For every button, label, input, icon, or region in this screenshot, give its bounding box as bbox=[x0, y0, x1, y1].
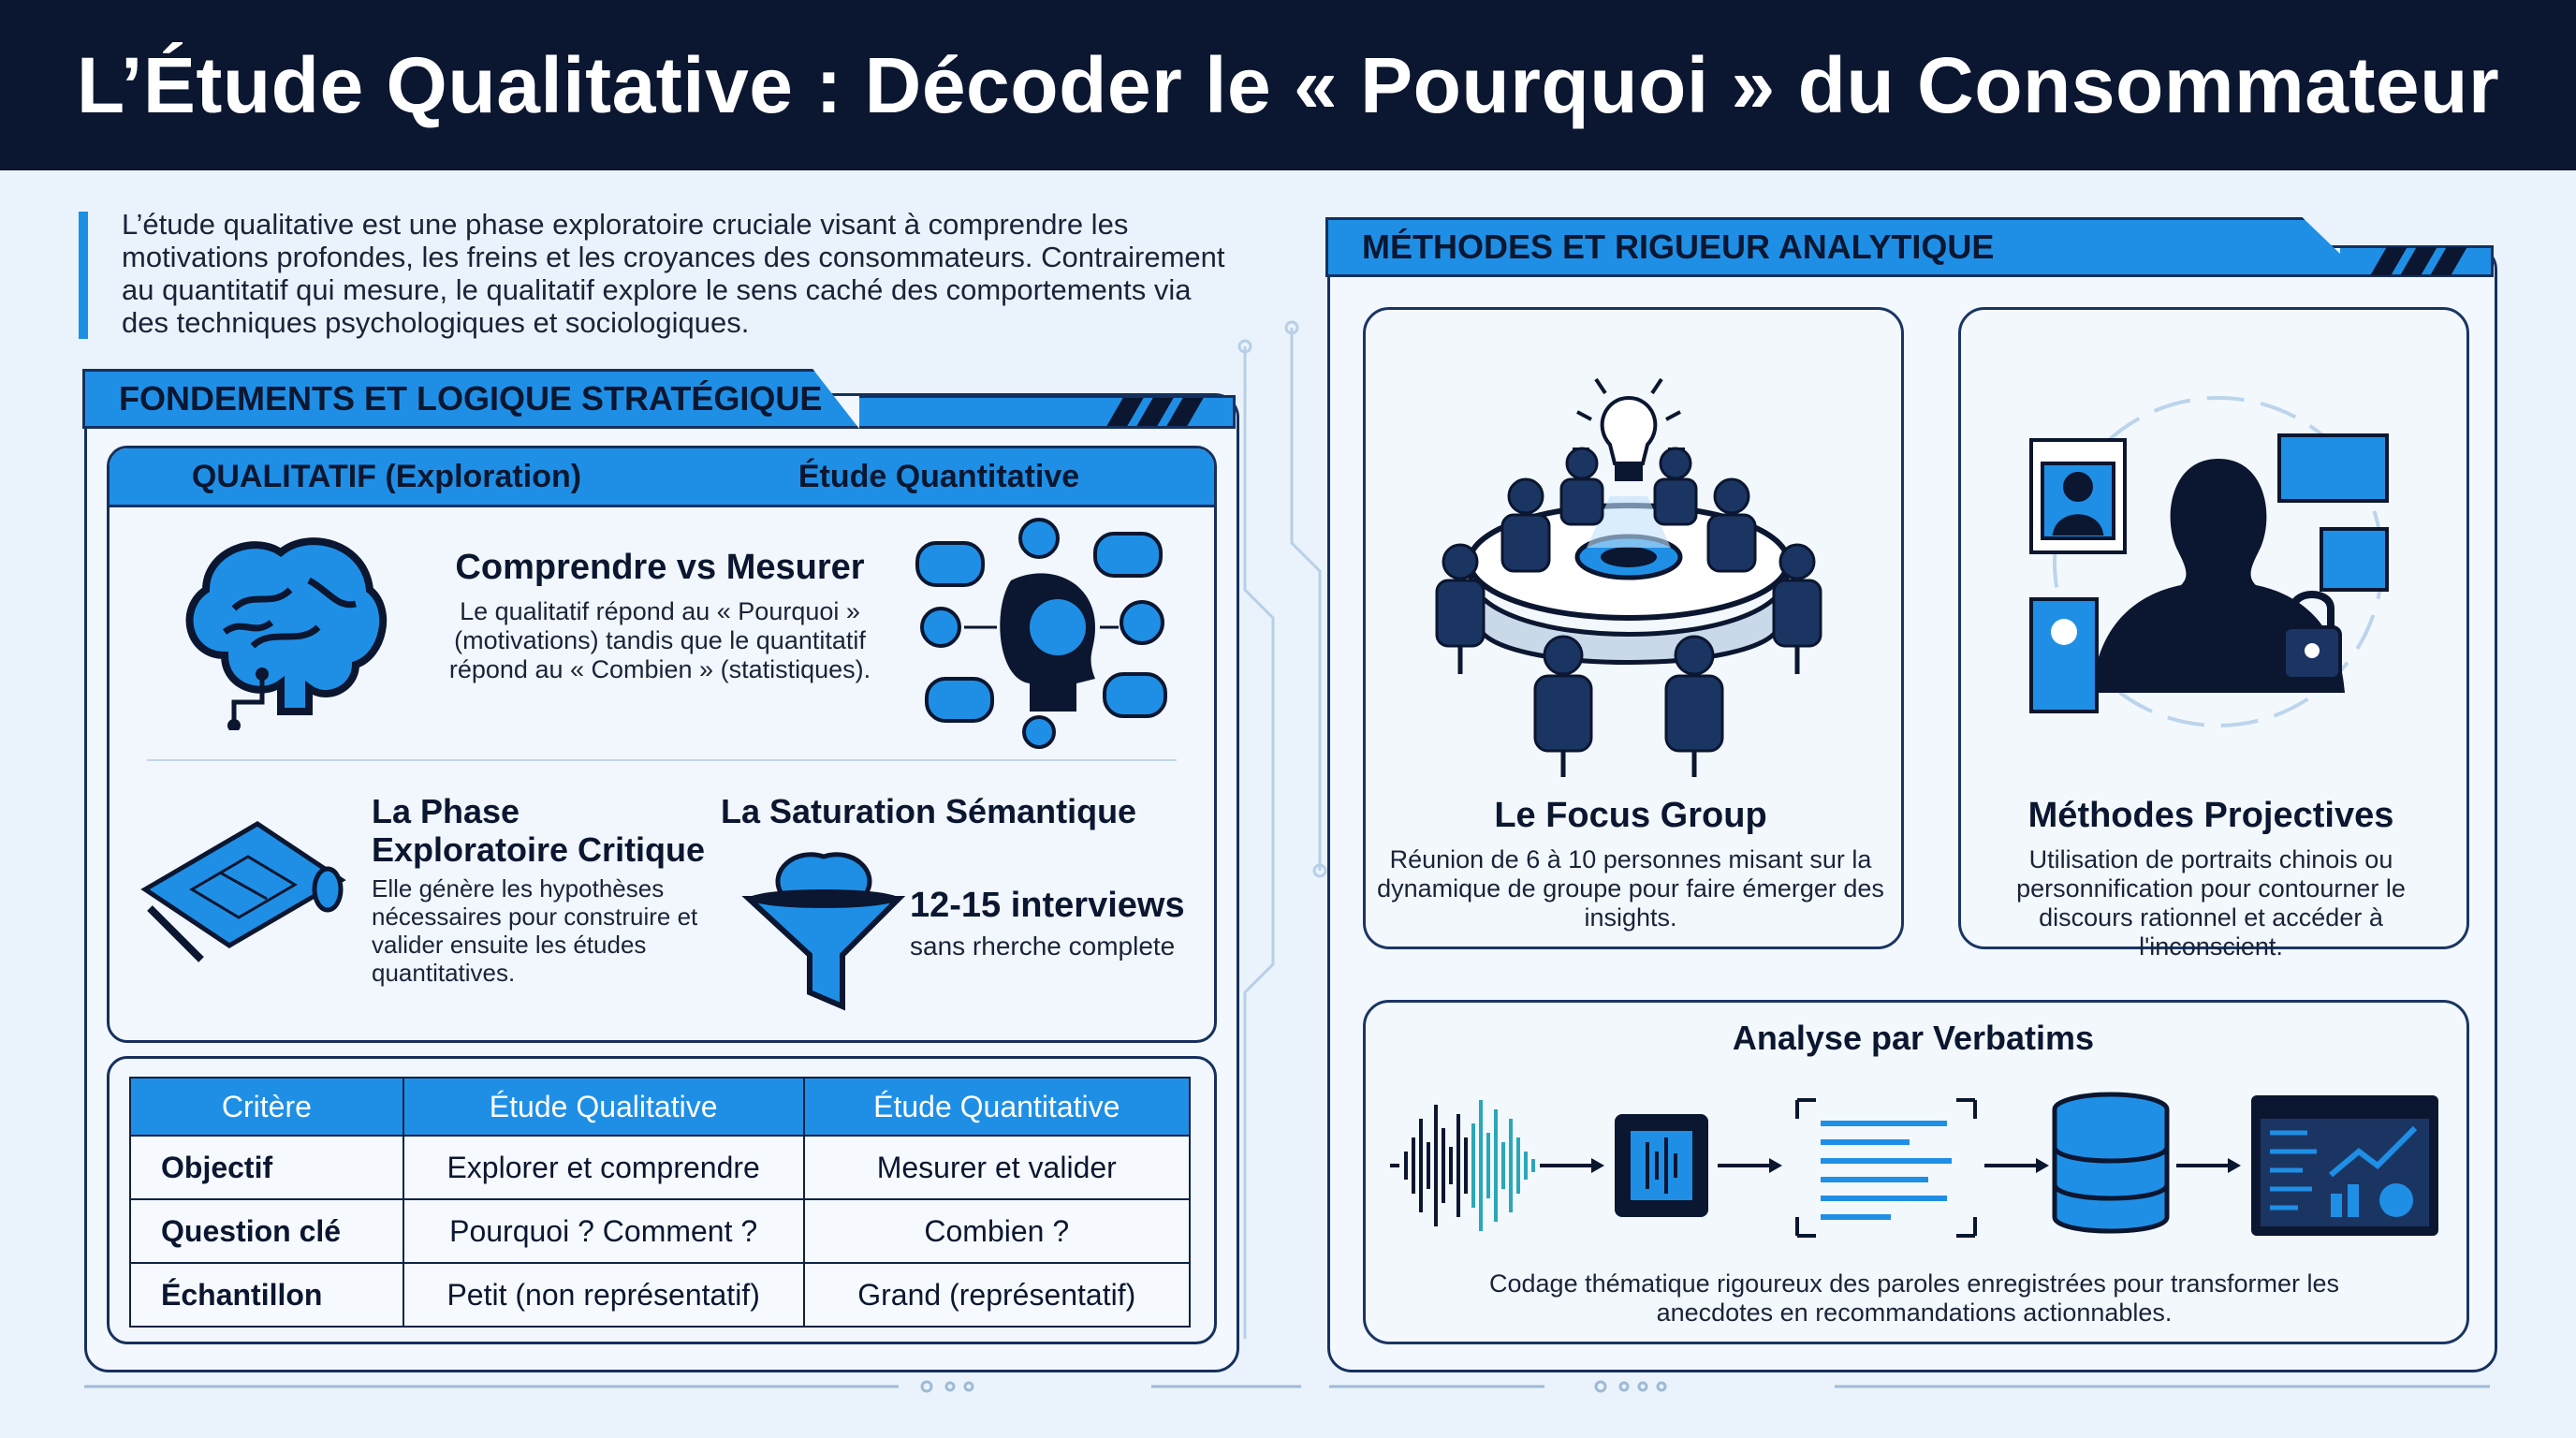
projective-methods-title: Méthodes Projectives bbox=[2027, 796, 2394, 835]
table-header-critere: Critère bbox=[129, 1077, 404, 1137]
table-cell: Combien ? bbox=[802, 1198, 1192, 1264]
verbatims-pipeline-icon bbox=[1390, 1092, 2438, 1238]
right-header-strip bbox=[2340, 245, 2494, 277]
left-section-header-text: FONDEMENTS ET LOGIQUE STRATÉGIQUE bbox=[119, 379, 823, 418]
table-cell: Question clé bbox=[129, 1198, 404, 1264]
circuit-decoration-left bbox=[1237, 320, 1327, 1339]
table-cell: Mesurer et valider bbox=[802, 1135, 1192, 1200]
page-title: L’Étude Qualitative : Décoder le « Pourq… bbox=[76, 40, 2500, 129]
left-header-strip bbox=[859, 395, 1236, 429]
table-row: Question clé Pourquoi ? Comment ? Combie… bbox=[129, 1198, 1192, 1264]
projective-methods-desc: Utilisation de portraits chinois ou pers… bbox=[2016, 845, 2406, 961]
table-cell: Grand (représentatif) bbox=[802, 1262, 1192, 1328]
table-cell: Objectif bbox=[129, 1135, 404, 1200]
table-cell: Pourquoi ? Comment ? bbox=[402, 1198, 805, 1264]
projective-silhouette-icon bbox=[2029, 396, 2389, 727]
saturation-title: La Saturation Sémantique bbox=[721, 792, 1137, 830]
comprendre-desc: Le qualitatif répond au « Pourquoi » (mo… bbox=[448, 597, 871, 683]
left-section-header: FONDEMENTS ET LOGIQUE STRATÉGIQUE bbox=[82, 369, 859, 429]
box-header-qualitatif: QUALITATIF (Exploration) bbox=[110, 448, 666, 505]
table-row: Objectif Explorer et comprendre Mesurer … bbox=[129, 1135, 1192, 1200]
phase-title-line2: Exploratoire Critique bbox=[372, 830, 706, 869]
saturation-count: 12-15 interviews bbox=[910, 886, 1185, 925]
right-section-header: MÉTHODES ET RIGUEUR ANALYTIQUE bbox=[1325, 217, 2364, 277]
focus-group-desc: Réunion de 6 à 10 personnes misant sur l… bbox=[1377, 845, 1884, 932]
intro-accent-bar bbox=[79, 212, 88, 339]
table-header-quantitative: Étude Quantitative bbox=[802, 1077, 1192, 1137]
brain-icon bbox=[185, 537, 388, 730]
box-header-quantitatif: Étude Quantitative bbox=[664, 448, 1214, 505]
verbatims-desc: Codage thématique rigoureux des paroles … bbox=[1489, 1269, 2339, 1327]
focus-group-table-icon bbox=[1435, 377, 1822, 777]
head-bubbles-icon bbox=[915, 518, 1167, 749]
intro-paragraph: L’étude qualitative est une phase explor… bbox=[122, 208, 1225, 339]
comprendre-title: Comprendre vs Mesurer bbox=[455, 548, 865, 587]
saturation-note: sans rherche complete bbox=[910, 932, 1176, 961]
brain-funnel-icon bbox=[741, 852, 906, 1011]
focus-group-title: Le Focus Group bbox=[1494, 796, 1767, 835]
bottom-dots-decoration bbox=[84, 1380, 2490, 1393]
phase-desc: Elle génère les hypothèses nécessaires p… bbox=[372, 874, 698, 987]
phase-title-line1: La Phase bbox=[372, 792, 520, 830]
right-section-header-text: MÉTHODES ET RIGUEUR ANALYTIQUE bbox=[1362, 227, 1995, 266]
table-row: Échantillon Petit (non représentatif) Gr… bbox=[129, 1262, 1192, 1328]
table-cell: Petit (non représentatif) bbox=[402, 1262, 805, 1328]
blueprint-icon bbox=[140, 821, 346, 962]
table-cell: Échantillon bbox=[129, 1262, 404, 1328]
table-header-qualitative: Étude Qualitative bbox=[402, 1077, 805, 1137]
divider bbox=[147, 759, 1177, 761]
stripes-decoration bbox=[1106, 398, 1204, 426]
title-bar: L’Étude Qualitative : Décoder le « Pourq… bbox=[0, 0, 2576, 170]
verbatims-title: Analyse par Verbatims bbox=[1732, 1019, 2095, 1057]
comparison-table: Critère Étude Qualitative Étude Quantita… bbox=[129, 1077, 1192, 1328]
table-cell: Explorer et comprendre bbox=[402, 1135, 805, 1200]
